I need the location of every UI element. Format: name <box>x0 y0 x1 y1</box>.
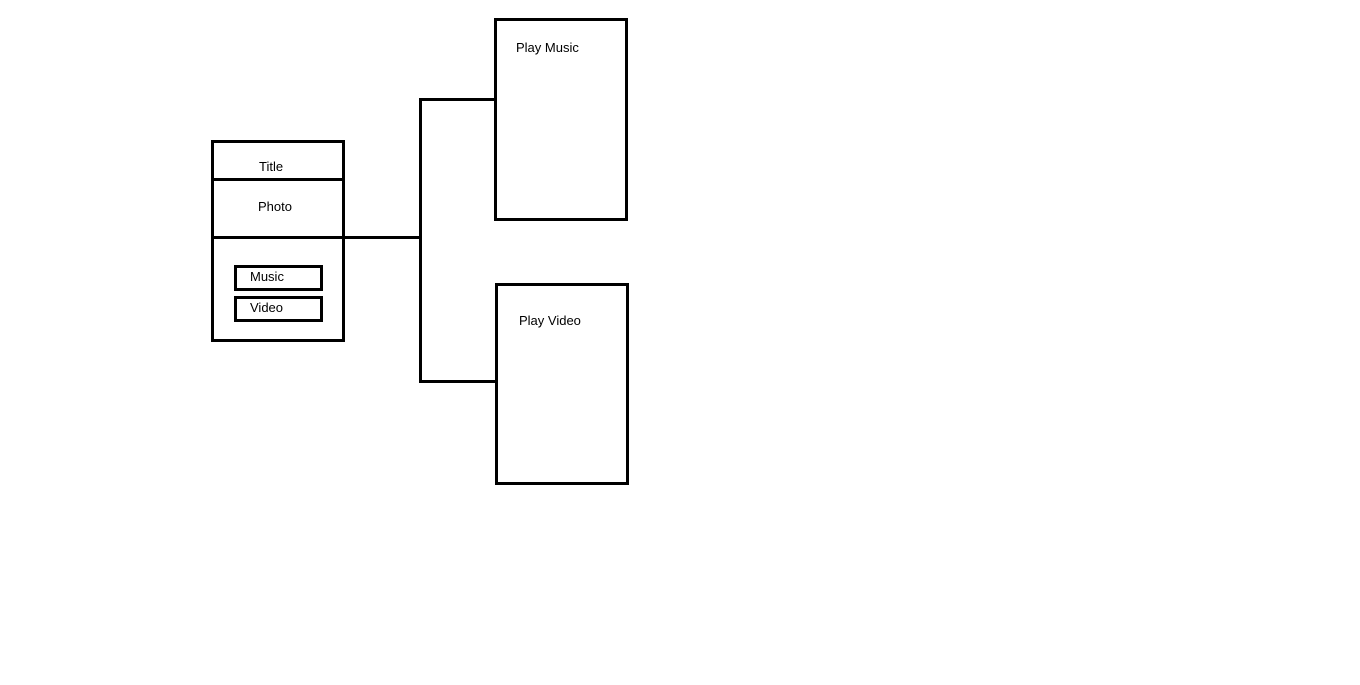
photo-label: Photo <box>258 199 292 214</box>
connector-home-to-branch <box>345 236 422 239</box>
play-video-label: Play Video <box>519 313 581 328</box>
video-button[interactable]: Video <box>234 296 323 322</box>
title-divider <box>211 178 345 181</box>
connector-branch-vertical <box>419 98 422 383</box>
title-label: Title <box>259 159 284 174</box>
connector-to-music-screen <box>419 98 496 101</box>
video-screen <box>495 283 629 485</box>
music-screen <box>494 18 628 221</box>
connector-to-video-screen <box>419 380 500 383</box>
photo-divider <box>211 236 345 239</box>
play-music-label: Play Music <box>516 40 579 55</box>
music-button-label: Music <box>250 269 284 284</box>
video-button-label: Video <box>250 300 284 315</box>
music-button[interactable]: Music <box>234 265 323 291</box>
